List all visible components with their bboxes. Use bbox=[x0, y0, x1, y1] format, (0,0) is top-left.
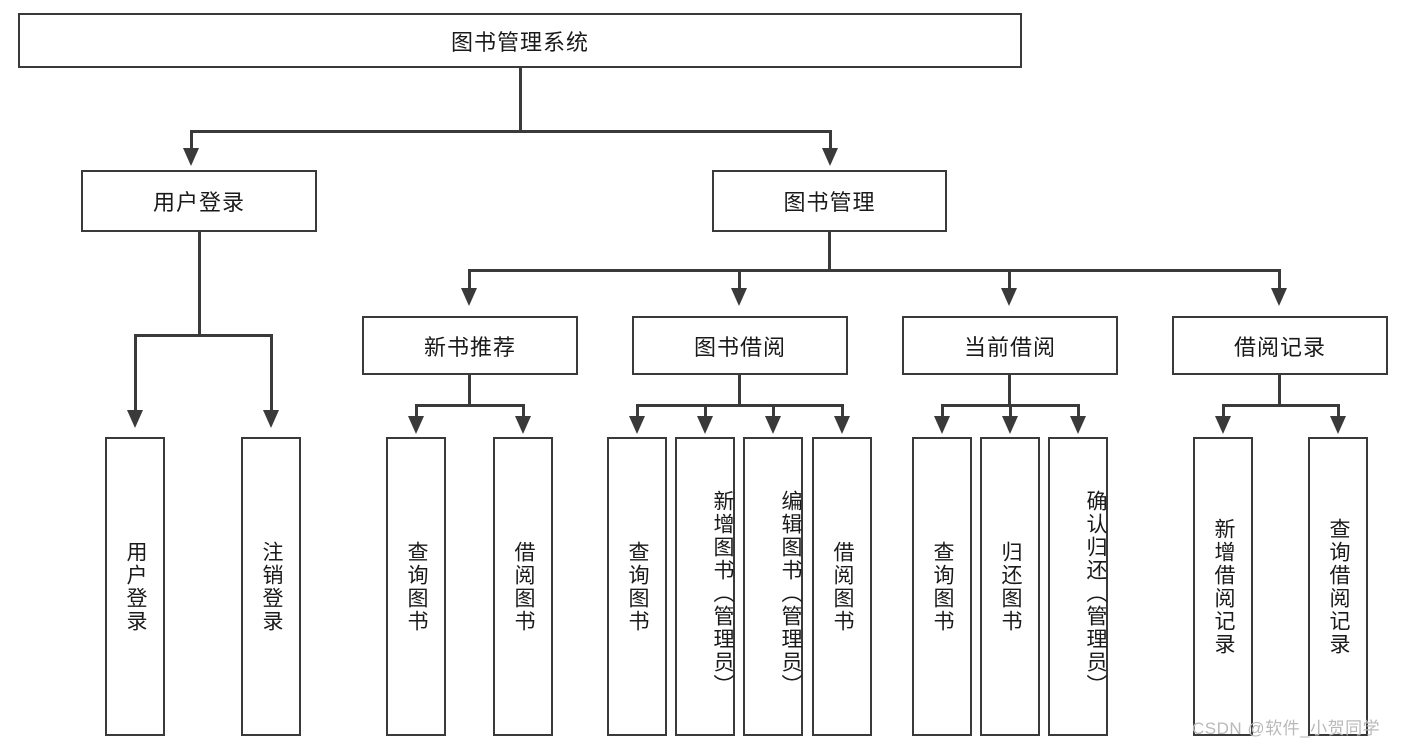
node-label: 图书管理系统 bbox=[450, 29, 589, 55]
node-book-management[interactable]: 图书管理 bbox=[712, 170, 947, 232]
arrow-bb-leaf-4 bbox=[834, 416, 850, 434]
arrow-bb-leaf-1 bbox=[629, 416, 645, 434]
arrow-nbr-leaf-2 bbox=[515, 416, 531, 434]
leaf-current-borrow-2[interactable]: 归还图书 bbox=[980, 437, 1040, 736]
node-label: 查询图书 bbox=[405, 540, 429, 633]
node-label: 确认归还（管理员） bbox=[1084, 490, 1107, 697]
leaf-borrow-record-1[interactable]: 新增借阅记录 bbox=[1193, 437, 1253, 736]
node-label: 查询图书 bbox=[931, 540, 955, 633]
connector-cb-leaf-1 bbox=[941, 404, 944, 422]
leaf-book-borrow-1[interactable]: 查询图书 bbox=[607, 437, 667, 736]
node-current-borrow[interactable]: 当前借阅 bbox=[902, 316, 1118, 375]
leaf-user-login-1[interactable]: 用户登录 bbox=[105, 437, 165, 736]
connector-borrow-record-bus bbox=[1222, 404, 1340, 407]
leaf-borrow-record-2[interactable]: 查询借阅记录 bbox=[1308, 437, 1368, 736]
connector-current-borrow-stem bbox=[1008, 375, 1011, 406]
node-label: 用户登录 bbox=[124, 540, 148, 633]
connector-br-leaf-1 bbox=[1222, 404, 1225, 422]
arrow-cb-leaf-3 bbox=[1070, 416, 1086, 434]
arrow-cb-leaf-2 bbox=[1002, 416, 1018, 434]
arrow-to-current-borrow bbox=[1001, 288, 1017, 306]
connector-root-bus bbox=[190, 130, 832, 133]
connector-root-to-book-management bbox=[829, 130, 832, 154]
node-new-book-recommend[interactable]: 新书推荐 bbox=[362, 316, 578, 375]
connector-book-borrow-bus bbox=[636, 404, 844, 407]
node-label: 注销登录 bbox=[260, 540, 284, 633]
node-borrow-record[interactable]: 借阅记录 bbox=[1172, 316, 1388, 375]
node-label: 查询图书 bbox=[626, 540, 650, 633]
connector-level3-bus bbox=[468, 269, 1280, 272]
node-label: 查询借阅记录 bbox=[1327, 517, 1351, 656]
node-label: 借阅图书 bbox=[512, 540, 536, 633]
leaf-book-borrow-2[interactable]: 新增图书（管理员） bbox=[675, 437, 735, 736]
arrow-user-login-to-leaf-1 bbox=[127, 410, 143, 428]
connector-cb-leaf-3 bbox=[1077, 404, 1080, 422]
connector-book-management-stem bbox=[828, 232, 831, 271]
connector-root-to-user-login bbox=[190, 130, 193, 154]
connector-nbr-leaf-2 bbox=[522, 404, 525, 422]
leaf-current-borrow-3[interactable]: 确认归还（管理员） bbox=[1048, 437, 1108, 736]
node-label: 归还图书 bbox=[999, 540, 1023, 633]
arrow-to-book-borrow bbox=[731, 288, 747, 306]
node-label: 新书推荐 bbox=[423, 334, 516, 360]
node-label: 当前借阅 bbox=[963, 334, 1056, 360]
arrow-root-to-user-login bbox=[183, 148, 199, 166]
connector-bb-leaf-1 bbox=[636, 404, 639, 422]
arrow-bb-leaf-2 bbox=[697, 416, 713, 434]
node-label: 编辑图书（管理员） bbox=[779, 490, 802, 697]
arrow-nbr-leaf-1 bbox=[408, 416, 424, 434]
connector-book-borrow-stem bbox=[738, 375, 741, 406]
connector-user-login-to-leaf-2 bbox=[270, 334, 273, 416]
node-label: 借阅图书 bbox=[831, 540, 855, 633]
arrow-to-new-book-recommend bbox=[461, 288, 477, 306]
arrow-bb-leaf-3 bbox=[765, 416, 781, 434]
connector-to-current-borrow bbox=[1008, 269, 1011, 293]
leaf-new-book-recommend-2[interactable]: 借阅图书 bbox=[493, 437, 553, 736]
node-label: 用户登录 bbox=[152, 190, 245, 215]
connector-borrow-record-stem bbox=[1278, 375, 1281, 406]
connector-to-borrow-record bbox=[1278, 269, 1281, 293]
node-label: 新增借阅记录 bbox=[1212, 517, 1236, 656]
connector-nbr-leaf-1 bbox=[415, 404, 418, 422]
leaf-new-book-recommend-1[interactable]: 查询图书 bbox=[386, 437, 446, 736]
node-label: 图书借阅 bbox=[693, 334, 786, 360]
arrow-cb-leaf-1 bbox=[934, 416, 950, 434]
connector-to-book-borrow bbox=[738, 269, 741, 293]
connector-root-stem bbox=[519, 68, 522, 131]
node-book-borrow[interactable]: 图书借阅 bbox=[632, 316, 848, 375]
leaf-user-login-2[interactable]: 注销登录 bbox=[241, 437, 301, 736]
connector-user-login-stem bbox=[198, 232, 201, 335]
connector-user-login-bus bbox=[134, 334, 273, 337]
arrow-to-borrow-record bbox=[1271, 288, 1287, 306]
node-user-login[interactable]: 用户登录 bbox=[81, 170, 317, 232]
node-label: 图书管理 bbox=[783, 190, 876, 215]
connector-bb-leaf-4 bbox=[841, 404, 844, 422]
node-label: 新增图书（管理员） bbox=[711, 490, 734, 697]
node-label: 借阅记录 bbox=[1233, 334, 1326, 360]
arrow-br-leaf-1 bbox=[1215, 416, 1231, 434]
connector-to-new-book-recommend bbox=[468, 269, 471, 293]
connector-new-book-recommend-bus bbox=[415, 404, 525, 407]
node-root-book-management-system[interactable]: 图书管理系统 bbox=[18, 13, 1022, 68]
arrow-user-login-to-leaf-2 bbox=[263, 410, 279, 428]
connector-cb-leaf-2 bbox=[1009, 404, 1012, 422]
connector-bb-leaf-2 bbox=[704, 404, 707, 422]
leaf-book-borrow-3[interactable]: 编辑图书（管理员） bbox=[743, 437, 803, 736]
connector-bb-leaf-3 bbox=[772, 404, 775, 422]
connector-br-leaf-2 bbox=[1337, 404, 1340, 422]
arrow-root-to-book-management bbox=[822, 148, 838, 166]
connector-user-login-to-leaf-1 bbox=[134, 334, 137, 416]
leaf-book-borrow-4[interactable]: 借阅图书 bbox=[812, 437, 872, 736]
connector-new-book-recommend-stem bbox=[468, 375, 471, 406]
arrow-br-leaf-2 bbox=[1330, 416, 1346, 434]
leaf-current-borrow-1[interactable]: 查询图书 bbox=[912, 437, 972, 736]
csdn-watermark: CSDN @软件_小贺同学 bbox=[1192, 719, 1381, 738]
